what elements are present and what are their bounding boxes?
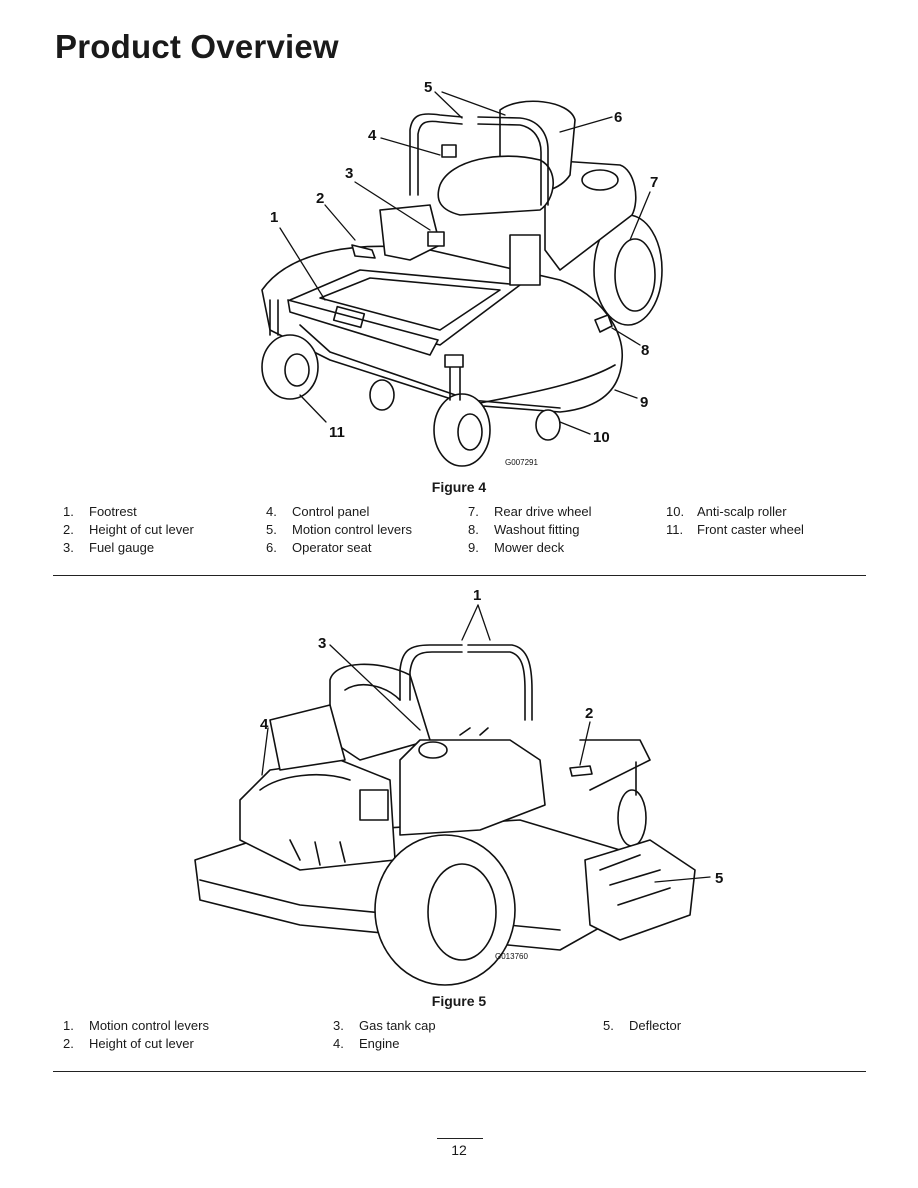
legend-item: 1.Footrest xyxy=(63,504,137,519)
fig4-code: G007291 xyxy=(505,458,538,467)
footrest xyxy=(287,299,439,356)
fig5-code: G013760 xyxy=(495,952,528,961)
figure-4-caption: Figure 4 xyxy=(431,479,487,495)
fig4-callout-2: 2 xyxy=(316,190,324,207)
fig5-callout-4: 4 xyxy=(260,716,269,733)
page-title: Product Overview xyxy=(55,28,339,65)
fig4-callout-4: 4 xyxy=(368,127,377,144)
anti-scalp-roller-right xyxy=(535,409,561,441)
fig4-callout-11: 11 xyxy=(329,424,345,441)
legend-item: 1.Motion control levers xyxy=(63,1018,209,1033)
washout-fitting xyxy=(594,314,613,333)
anti-scalp-roller-left xyxy=(369,379,395,411)
height-of-cut-lever xyxy=(351,244,376,259)
height-of-cut-lever xyxy=(569,765,593,777)
gas-tank-cap xyxy=(418,741,448,759)
figure-5-legend: 1.Motion control levers 2.Height of cut … xyxy=(63,1017,763,1055)
legend-item: 11.Front caster wheel xyxy=(666,522,804,537)
legend-item: 4.Engine xyxy=(333,1036,400,1051)
section-divider xyxy=(53,1071,866,1072)
legend-item: 4.Control panel xyxy=(266,504,370,519)
fig4-callout-9: 9 xyxy=(640,394,648,411)
legend-item: 3.Fuel gauge xyxy=(63,540,155,555)
page-number: 12 xyxy=(451,1142,467,1158)
section-divider xyxy=(53,575,866,576)
legend-item: 2.Height of cut lever xyxy=(63,1036,194,1051)
fig5-callout-1: 1 xyxy=(473,587,481,604)
figure-5-caption: Figure 5 xyxy=(431,993,487,1009)
legend-item: 6.Operator seat xyxy=(266,540,372,555)
legend-item: 7.Rear drive wheel xyxy=(468,504,592,519)
fig4-callout-3: 3 xyxy=(345,165,353,182)
rear-drive-wheel xyxy=(374,834,516,986)
legend-item: 2.Height of cut lever xyxy=(63,522,194,537)
legend-item: 9.Mower deck xyxy=(468,540,565,555)
legend-item: 10.Anti-scalp roller xyxy=(666,504,787,519)
fig5-callout-3: 3 xyxy=(318,635,326,652)
legend-item: 5.Deflector xyxy=(603,1018,682,1033)
figure-4-illustration: 1 2 3 4 5 6 7 8 9 10 11 G007291 xyxy=(261,79,663,467)
motion-control-levers xyxy=(399,644,463,701)
fig4-callout-5: 5 xyxy=(424,79,432,96)
fig4-callout-8: 8 xyxy=(641,342,649,359)
legend-item: 3.Gas tank cap xyxy=(333,1018,436,1033)
front-caster-wheel xyxy=(617,789,647,847)
fig4-callout-6: 6 xyxy=(614,109,622,126)
fig5-callout-5: 5 xyxy=(715,870,723,887)
operator-seat xyxy=(329,663,431,761)
motion-control-levers xyxy=(409,113,463,196)
footer-rule xyxy=(437,1138,483,1139)
fig4-callout-1: 1 xyxy=(270,209,278,226)
legend-item: 8.Washout fitting xyxy=(468,522,580,537)
fig4-callout-7: 7 xyxy=(650,174,658,191)
fig4-callout-10: 10 xyxy=(593,429,610,446)
figure-4-legend: 1.Footrest 2.Height of cut lever 3.Fuel … xyxy=(63,503,823,559)
gas-tank xyxy=(399,739,546,836)
fig5-callout-2: 2 xyxy=(585,705,593,722)
figure-5-illustration: 1 2 3 4 5 G013760 xyxy=(194,587,723,986)
legend-item: 5.Motion control levers xyxy=(266,522,412,537)
